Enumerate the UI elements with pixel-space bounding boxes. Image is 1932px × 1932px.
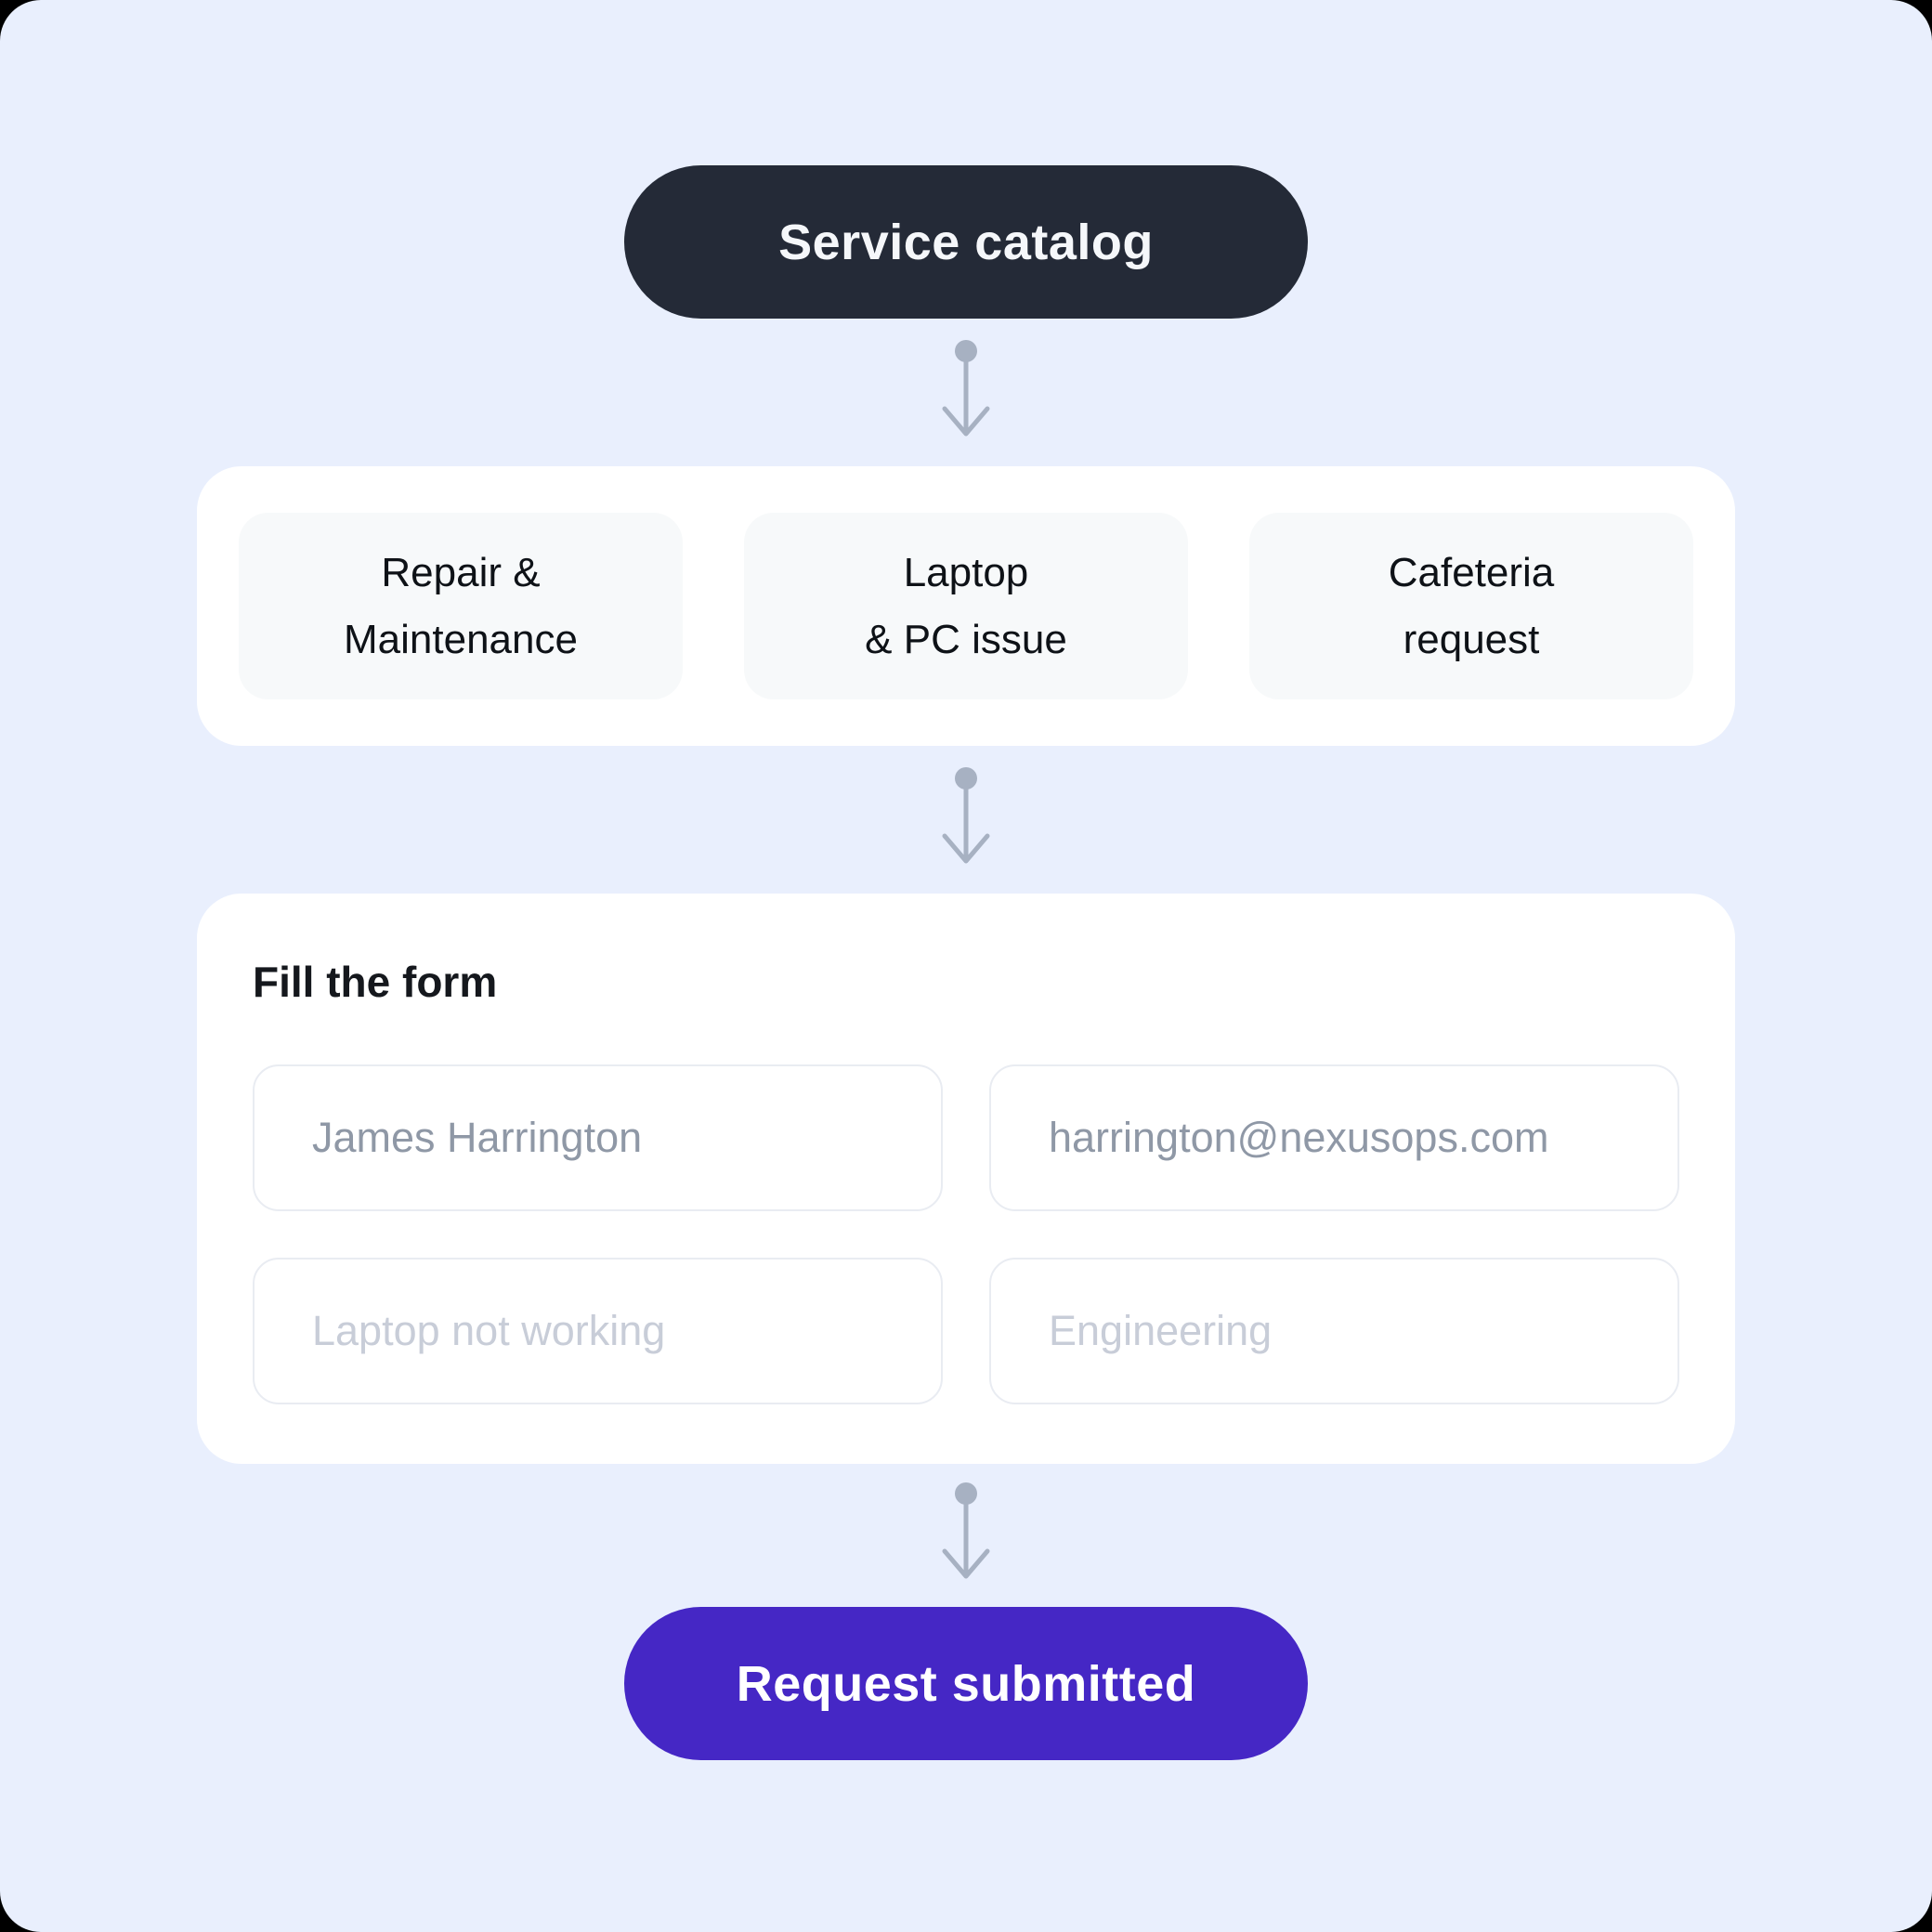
- option-label-line: Laptop: [903, 549, 1029, 595]
- option-label-line: Cafeteria: [1388, 549, 1555, 595]
- department-field[interactable]: [989, 1258, 1679, 1404]
- down-arrow-connector-icon: [942, 340, 990, 437]
- option-label-line: & PC issue: [865, 616, 1067, 662]
- down-arrow-connector-icon: [942, 1482, 990, 1579]
- email-field[interactable]: [989, 1064, 1679, 1211]
- service-catalog-node[interactable]: Service catalog: [624, 165, 1308, 319]
- issue-field[interactable]: [253, 1258, 943, 1404]
- option-laptop-pc-issue[interactable]: Laptop & PC issue: [744, 513, 1188, 699]
- fill-form-card: Fill the form: [197, 894, 1735, 1464]
- form-fields-grid: [253, 1064, 1679, 1404]
- service-catalog-card: Repair & Maintenance Laptop & PC issue C…: [197, 466, 1735, 746]
- down-arrow-connector-icon: [942, 767, 990, 864]
- form-title: Fill the form: [253, 958, 498, 1006]
- name-field[interactable]: [253, 1064, 943, 1211]
- option-cafeteria-request[interactable]: Cafeteria request: [1249, 513, 1693, 699]
- request-submitted-node[interactable]: Request submitted: [624, 1607, 1308, 1760]
- option-label-line: Maintenance: [344, 616, 578, 662]
- option-label-line: Repair &: [381, 549, 541, 595]
- option-label-line: request: [1403, 616, 1540, 662]
- option-repair-maintenance[interactable]: Repair & Maintenance: [239, 513, 683, 699]
